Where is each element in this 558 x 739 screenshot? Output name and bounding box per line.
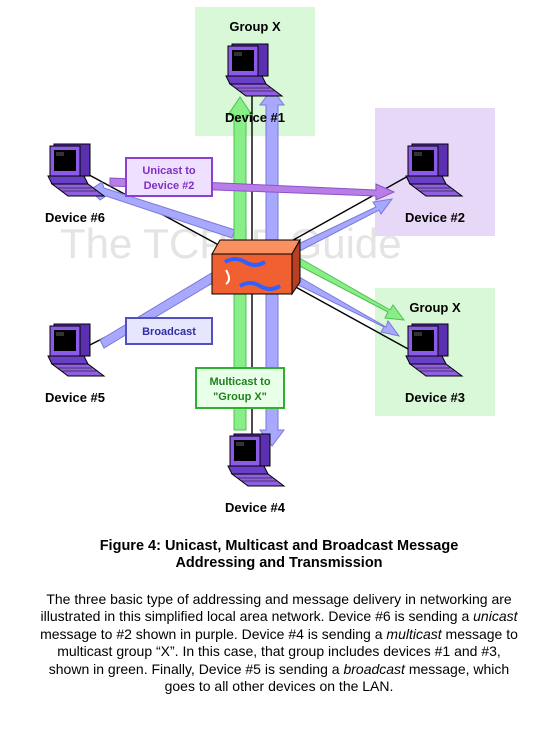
group-label-device3: Group X [409, 300, 461, 315]
callout-multicast: Multicast to "Group X" [195, 367, 285, 409]
figure-caption: Figure 4: Unicast, Multicast and Broadca… [0, 538, 558, 695]
caption-emphasis: multicast [386, 625, 442, 642]
device-label-4: Device #4 [225, 500, 286, 515]
device-label-6: Device #6 [45, 210, 105, 225]
callout-multicast-line2: "Group X" [213, 391, 267, 403]
device-label-3: Device #3 [405, 390, 465, 405]
caption-text: message to #2 shown in purple. Device #4… [40, 625, 387, 642]
caption-text: message, which goes to all other devices… [164, 660, 510, 695]
computer-icon-device5 [47, 323, 105, 377]
callout-unicast: Unicast to Device #2 [125, 157, 213, 197]
caption-emphasis: broadcast [343, 660, 405, 677]
caption-text: The three basic type of addressing and m… [40, 591, 512, 625]
device-label-2: Device #2 [405, 210, 465, 225]
caption-title-line1: Figure 4: Unicast, Multicast and Broadca… [99, 538, 459, 554]
caption-body: The three basic type of addressing and m… [40, 591, 518, 695]
callout-broadcast: Broadcast [125, 317, 213, 345]
caption-title: Figure 4: Unicast, Multicast and Broadca… [30, 538, 528, 572]
callout-unicast-line2: Device #2 [144, 180, 195, 192]
caption-text: message to multicast group “X”. In this … [48, 625, 518, 677]
network-diagram: The TCP/IP Guide [45, 7, 495, 515]
callout-unicast-line1: Unicast to [142, 165, 195, 177]
caption-emphasis: unicast [473, 608, 518, 625]
caption-title-line2: Addressing and Transmission [175, 555, 383, 571]
device-label-1: Device #1 [225, 110, 285, 125]
group-label-device1: Group X [229, 19, 281, 34]
device-label-5: Device #5 [45, 390, 105, 405]
callout-multicast-line1: Multicast to [209, 376, 270, 388]
callout-broadcast-line1: Broadcast [142, 326, 196, 338]
switch [211, 238, 301, 296]
